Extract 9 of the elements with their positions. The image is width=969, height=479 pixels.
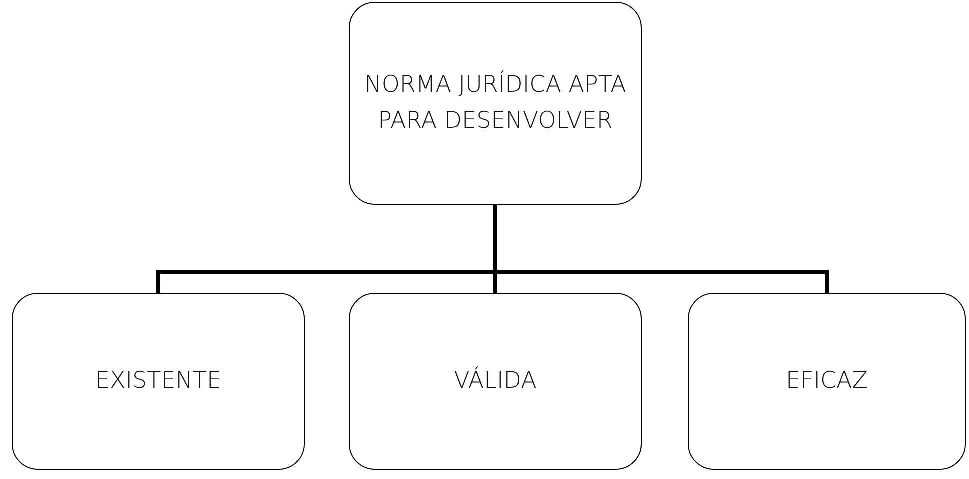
connector-line	[494, 205, 829, 293]
node-label: NORMA JURÍDICA APTA PARA DESENVOLVER	[364, 70, 628, 136]
rounded-box	[12, 293, 305, 470]
node-label: VÁLIDA	[453, 366, 538, 396]
rounded-box	[349, 293, 642, 470]
rounded-box	[688, 293, 966, 470]
rounded-box	[349, 2, 642, 205]
node-label: EFICAZ	[784, 366, 870, 396]
node-label: EXISTENTE	[94, 366, 223, 396]
